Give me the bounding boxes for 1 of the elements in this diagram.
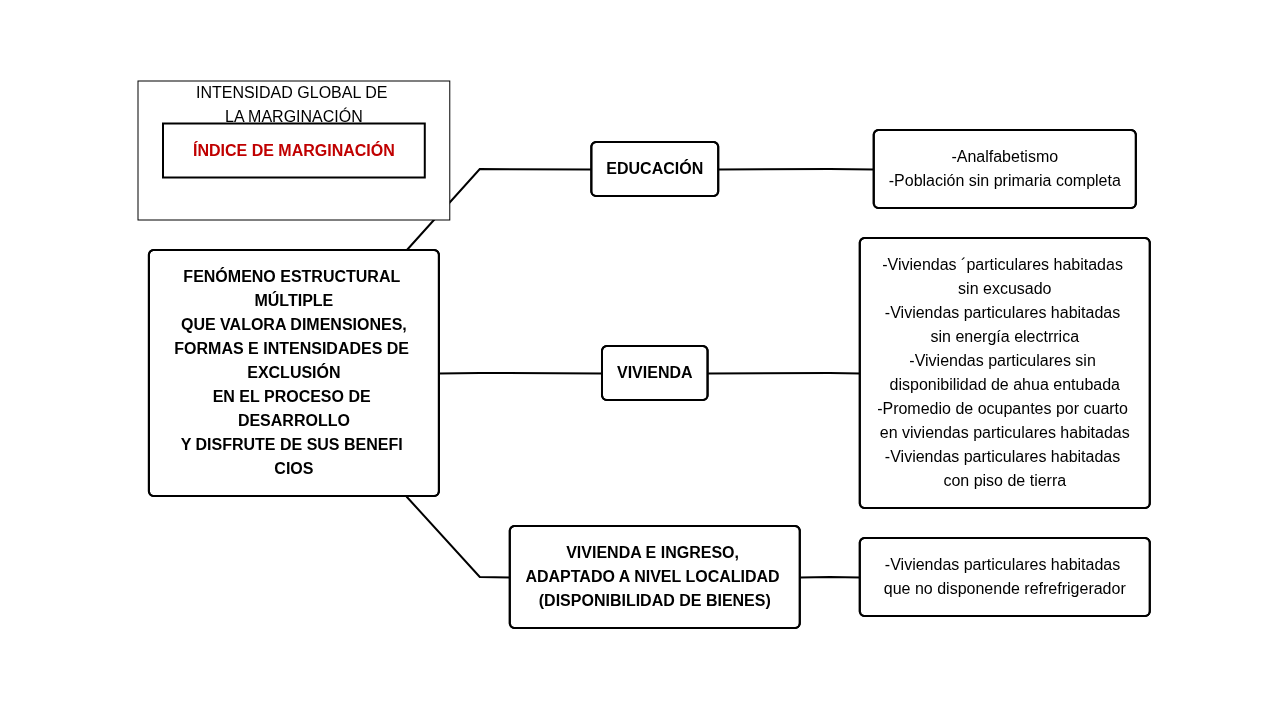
node-box: ÍNDICE DE MARGINACIÓN <box>161 122 426 178</box>
